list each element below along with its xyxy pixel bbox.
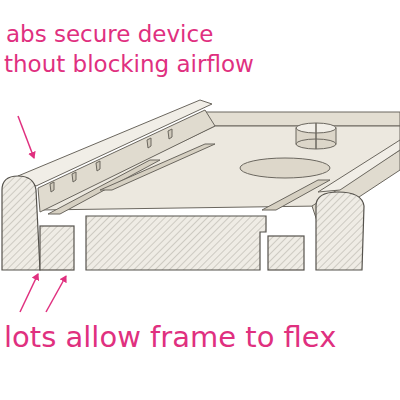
callout-text: lots allow frame to flex [4, 322, 336, 354]
callout-text: abs secure device [6, 22, 213, 47]
callout-text: thout blocking airflow [4, 52, 254, 77]
